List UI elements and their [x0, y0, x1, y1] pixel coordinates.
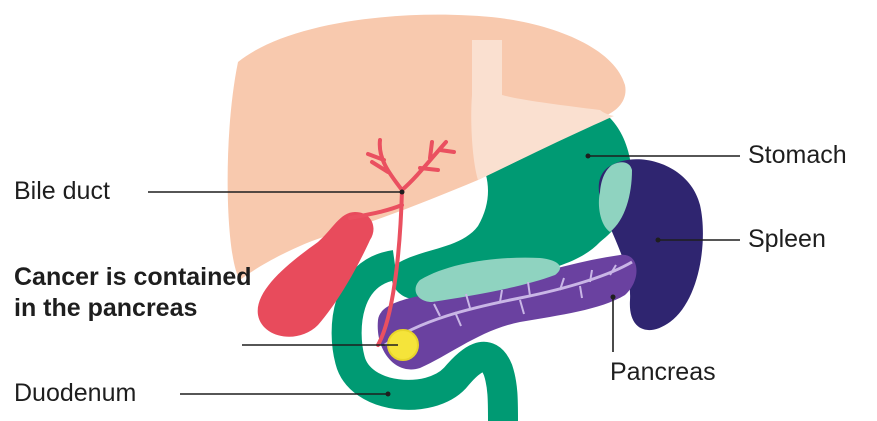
- label-bile-duct: Bile duct: [14, 179, 110, 204]
- label-spleen: Spleen: [748, 227, 826, 252]
- label-duodenum: Duodenum: [14, 381, 136, 406]
- label-stomach: Stomach: [748, 143, 847, 168]
- label-pancreas: Pancreas: [610, 360, 716, 385]
- label-cancer: Cancer is contained in the pancreas: [14, 262, 254, 324]
